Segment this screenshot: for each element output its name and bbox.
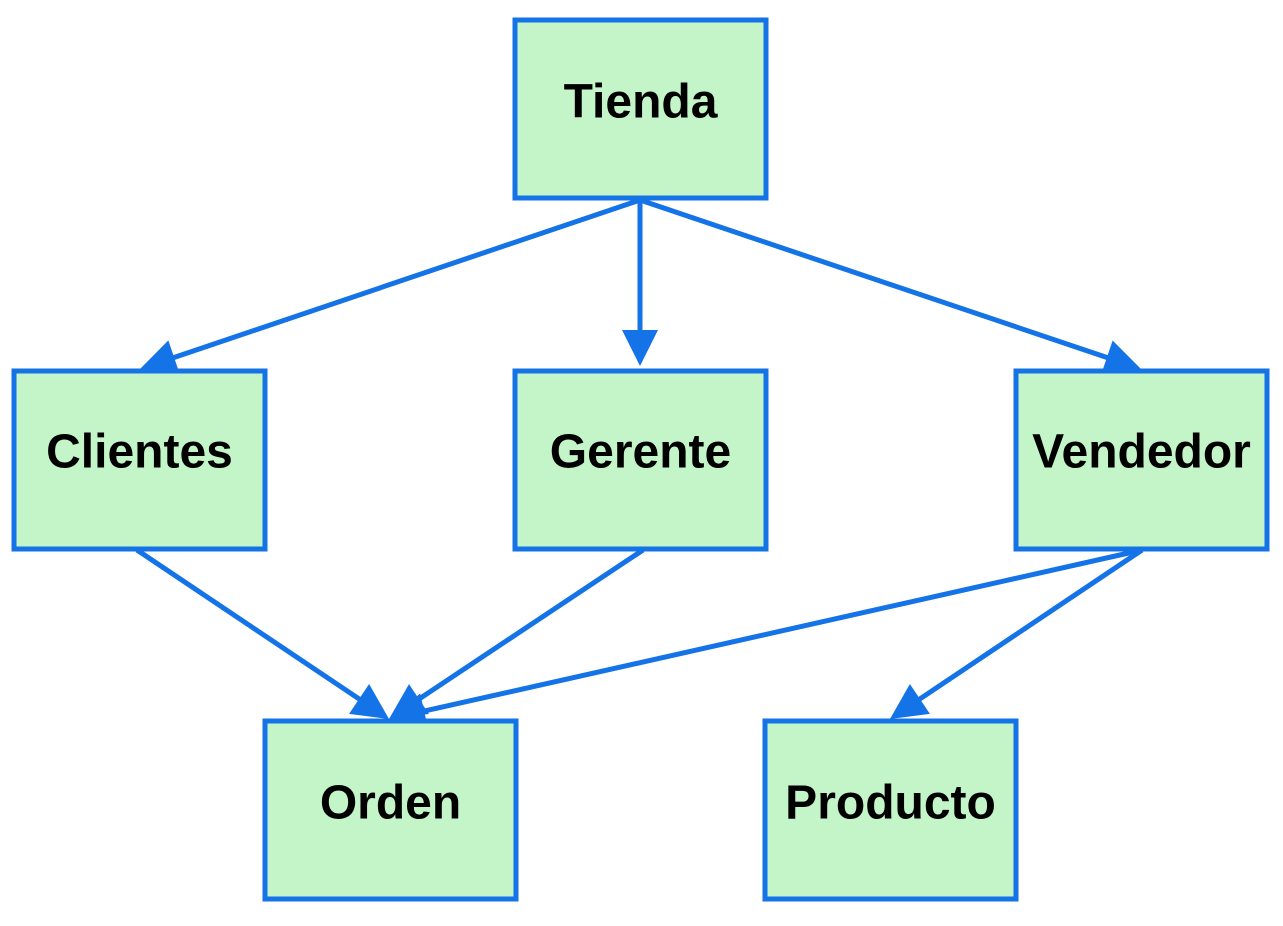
node-producto-label: Producto xyxy=(785,777,996,830)
node-gerente-label: Gerente xyxy=(550,426,731,479)
node-gerente-box xyxy=(512,368,769,552)
edge-vendedor-producto-arrowhead xyxy=(890,683,930,719)
node-clientes-box xyxy=(11,368,268,552)
edge-tienda-clientes xyxy=(140,197,641,375)
node-orden-label: Orden xyxy=(320,777,461,830)
edge-vendedor-producto xyxy=(890,547,1144,719)
node-vendedor: Vendedor xyxy=(1013,368,1270,552)
edge-vendedor-orden xyxy=(389,547,1143,729)
edge-tienda-clientes-arrowhead xyxy=(140,340,180,375)
edge-gerente-orden xyxy=(389,547,645,719)
node-clientes: Clientes xyxy=(11,368,268,552)
node-producto-box xyxy=(762,718,1019,902)
node-tienda-label: Tienda xyxy=(564,76,718,129)
edge-tienda-vendedor-arrowhead xyxy=(1101,340,1141,375)
edge-tienda-vendedor-line xyxy=(639,197,1112,362)
edge-tienda-gerente-arrowhead xyxy=(622,330,658,366)
edge-vendedor-orden-line xyxy=(419,547,1143,715)
edge-clientes-orden xyxy=(135,547,389,719)
edge-clientes-orden-line xyxy=(135,547,364,704)
node-producto: Producto xyxy=(762,718,1019,902)
node-tienda-box xyxy=(512,17,769,201)
node-tienda: Tienda xyxy=(512,17,769,201)
node-gerente: Gerente xyxy=(512,368,769,552)
node-clientes-label: Clientes xyxy=(46,426,233,479)
node-vendedor-box xyxy=(1013,368,1270,552)
edge-vendedor-producto-line xyxy=(915,547,1144,704)
node-orden: Orden xyxy=(262,718,519,902)
edge-tienda-clientes-line xyxy=(169,197,641,362)
edge-tienda-gerente xyxy=(622,200,658,366)
edge-tienda-vendedor xyxy=(639,197,1141,375)
edge-gerente-orden-line xyxy=(414,547,645,704)
node-vendedor-label: Vendedor xyxy=(1032,426,1251,479)
node-orden-box xyxy=(262,718,519,902)
edge-clientes-orden-arrowhead xyxy=(349,683,389,719)
